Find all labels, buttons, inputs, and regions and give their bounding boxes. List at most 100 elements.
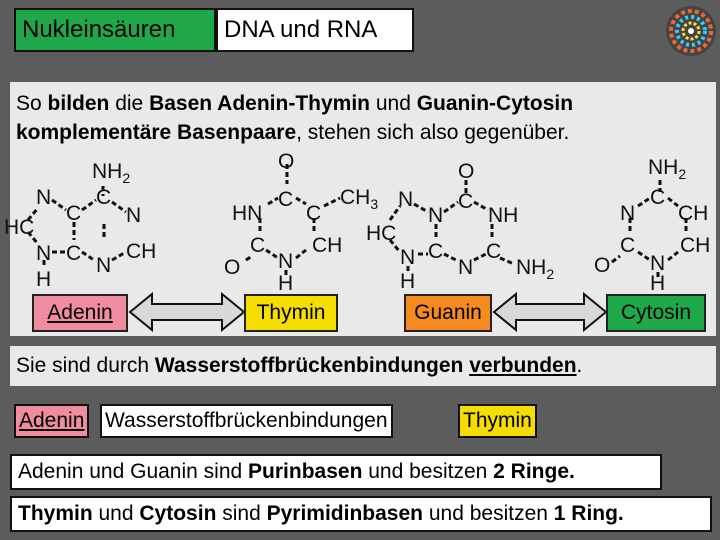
atom: N xyxy=(36,242,51,265)
label-adenin-text: Adenin xyxy=(47,301,113,324)
atom: NH xyxy=(488,204,518,227)
label-cytosin: Cytosin xyxy=(606,294,706,332)
fact-text-bold: 1 Ring. xyxy=(553,502,624,525)
label-cytosin-text: Cytosin xyxy=(620,301,692,324)
atom: O xyxy=(594,254,610,277)
adenin-nh2-label: NH2 xyxy=(92,160,130,186)
sentence-part: . xyxy=(576,354,583,377)
atom: N xyxy=(620,202,635,225)
atom: CH xyxy=(680,234,710,257)
guanin-nh2-label: NH2 xyxy=(516,256,554,282)
intro-part-bold: Guanin-Cytosin xyxy=(416,92,574,115)
atom: C xyxy=(620,234,635,257)
fact-text: und xyxy=(83,460,131,483)
title-left-text: Nukleinsäuren xyxy=(22,16,176,43)
title-tab-nukleinsaeuren: Nukleinsäuren xyxy=(14,8,216,52)
label-adenin: Adenin xyxy=(32,294,128,332)
double-arrow-icon xyxy=(492,291,608,333)
intro-part: und xyxy=(370,92,417,115)
thymin-structure: O HN C C CH3 C CH O N H xyxy=(224,150,378,295)
label-guanin-text: Guanin xyxy=(414,301,482,324)
sentence-part-bold: verbunden xyxy=(469,354,577,377)
fact-text-bold: Purinbasen xyxy=(248,460,363,483)
atom: C xyxy=(250,234,265,257)
atom: C xyxy=(306,202,321,225)
fact-purine: Adenin und Guanin sind Purinbasen und be… xyxy=(10,454,662,490)
intro-part: die xyxy=(109,92,150,115)
atom: H xyxy=(36,268,51,291)
atom: C xyxy=(278,188,293,211)
atom: N xyxy=(400,246,415,269)
fact-text: sind xyxy=(197,460,249,483)
fact-text: Adenin xyxy=(18,460,84,483)
atom: N xyxy=(36,186,51,209)
title-right-text: DNA und RNA xyxy=(224,16,378,43)
intro-text: So bilden die Basen Adenin-Thymin und Gu… xyxy=(16,89,676,147)
fact-text: und xyxy=(92,502,140,525)
atom: CH xyxy=(678,202,708,225)
label-thymin: Thymin xyxy=(244,294,338,332)
atom: HN xyxy=(232,202,262,225)
fact-text-bold: Thymin xyxy=(18,502,93,525)
double-arrow-icon xyxy=(128,291,246,333)
pair-adenin: Adenin xyxy=(14,404,90,438)
atom: C xyxy=(428,240,443,263)
atom: O xyxy=(278,150,294,173)
atom: N xyxy=(278,250,293,273)
thymin-ch3-label: CH3 xyxy=(340,186,378,212)
atom: C xyxy=(458,190,473,213)
atom: H xyxy=(400,270,415,293)
atom: HC xyxy=(4,216,34,239)
title-tab-dna-rna: DNA und RNA xyxy=(216,8,414,52)
atom: N xyxy=(398,188,413,211)
intro-part-bold: komplementäre Basenpaare xyxy=(16,121,297,144)
fact-text-bold: 2 Ringe. xyxy=(493,460,575,483)
atom: C xyxy=(66,202,81,225)
label-guanin: Guanin xyxy=(404,294,492,332)
sentence-part: Sie sind durch xyxy=(16,354,155,377)
atom: N xyxy=(96,254,111,277)
fact-text: Guanin xyxy=(130,460,198,483)
sentence-text: Sie sind durch Wasserstoffbrückenbindung… xyxy=(16,354,582,378)
atom: N xyxy=(126,204,141,227)
atom: O xyxy=(458,160,474,183)
atom: N xyxy=(428,204,443,227)
atom: N xyxy=(458,256,473,279)
pair-thymin-text: Thymin xyxy=(463,409,532,432)
main-panel xyxy=(10,82,716,336)
atom: N xyxy=(650,252,665,275)
intro-part: , stehen sich also gegenüber. xyxy=(296,121,570,144)
intro-part-bold: bilden xyxy=(47,92,110,115)
fact-text: und besitzen xyxy=(423,502,554,525)
fact-text-bold: Cytosin xyxy=(139,502,217,525)
mandala-logo-icon xyxy=(666,6,716,56)
atom: H xyxy=(650,272,665,295)
atom: C xyxy=(650,186,665,209)
pair-adenin-text: Adenin xyxy=(19,409,85,432)
intro-part-bold: Basen Adenin-Thymin xyxy=(149,92,370,115)
pair-bond: Wasserstoffbrückenbindungen xyxy=(100,404,393,438)
pair-thymin: Thymin xyxy=(458,404,537,438)
cytosin-nh2-label: NH2 xyxy=(648,156,686,182)
atom: O xyxy=(224,256,240,279)
atom: C xyxy=(486,240,501,263)
guanin-structure: O N C N NH HC N C N C NH2 H xyxy=(366,160,554,293)
atom: C xyxy=(66,242,81,265)
fact-pyrimidine: Thymin und Cytosin sind Pyrimidinbasen u… xyxy=(10,496,712,532)
atom: H xyxy=(278,272,293,295)
atom: C xyxy=(96,186,111,209)
intro-part: So xyxy=(16,92,48,115)
base-structures-diagram: NH2 N C C N HC N C N CH H xyxy=(4,150,710,295)
fact-text: und besitzen xyxy=(362,460,494,483)
atom: CH xyxy=(312,234,342,257)
atom: HC xyxy=(366,222,396,245)
label-thymin-text: Thymin xyxy=(256,301,326,324)
pair-bond-text: Wasserstoffbrückenbindungen xyxy=(105,409,388,432)
sentence-bar xyxy=(10,346,716,386)
fact-text-bold: Pyrimidinbasen xyxy=(266,502,423,525)
cytosin-structure: NH2 C N CH C CH O N H xyxy=(594,156,710,295)
sentence-part-bold: Wasserstoffbrückenbindungen xyxy=(154,354,464,377)
atom: CH xyxy=(126,240,156,263)
adenin-structure: NH2 N C C N HC N C N CH H xyxy=(4,160,156,291)
fact-text: sind xyxy=(216,502,267,525)
